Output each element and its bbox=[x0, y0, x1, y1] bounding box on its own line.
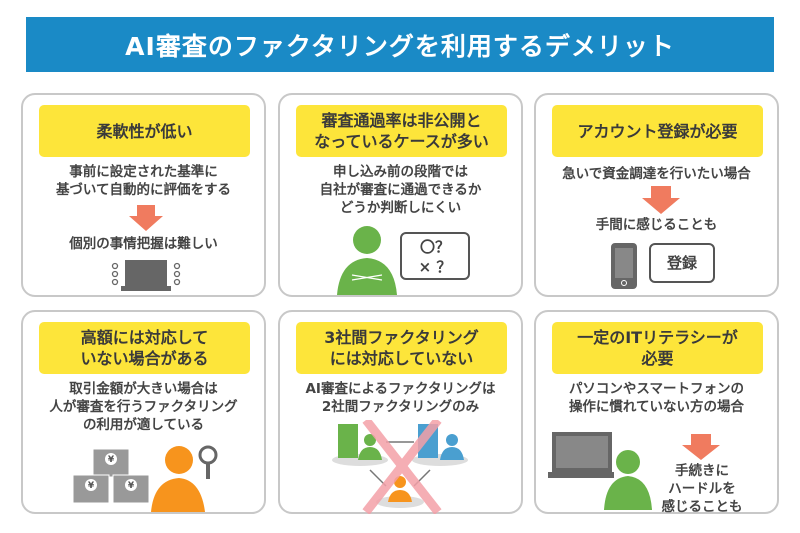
card-heading: 柔軟性が低い bbox=[39, 105, 250, 157]
three-party-crossed-icon bbox=[332, 420, 468, 514]
card-description: パソコンやスマートフォンの 操作に慣れていない方の場合 bbox=[536, 380, 777, 416]
card-heading: 審査通過率は非公開となっているケースが多い bbox=[296, 105, 507, 157]
card-inflexible: 柔軟性が低い 事前に設定された基準に 基づいて自動的に評価をする 個別の事情把握… bbox=[21, 93, 266, 297]
line: ハードルを bbox=[668, 481, 736, 497]
line: 自社が審査に通過できるか bbox=[319, 182, 482, 198]
card-heading: 高額には対応していない場合がある bbox=[39, 322, 250, 374]
bubble-line: 〇？ bbox=[419, 238, 450, 256]
card-heading: 3社間ファクタリングには対応していない bbox=[296, 322, 507, 374]
card-description: 申し込み前の段階では 自社が審査に通過できるか どうか判断しにくい bbox=[280, 163, 521, 217]
card-heading: アカウント登録が必要 bbox=[552, 105, 763, 157]
page-title: AI審査のファクタリングを利用するデメリット bbox=[26, 17, 774, 72]
down-arrow-icon bbox=[682, 434, 720, 460]
card-result: 手続きに ハードルを 感じることも bbox=[654, 462, 750, 516]
heading-line: 必要 bbox=[641, 349, 674, 368]
line: AI審査によるファクタリングは bbox=[305, 381, 496, 397]
yen-mark: ¥ bbox=[88, 481, 95, 491]
card-description: 急いで資金調達を行いたい場合 bbox=[562, 166, 751, 182]
card-no-three-party: 3社間ファクタリングには対応していない AI審査によるファクタリングは 2社間フ… bbox=[278, 310, 523, 514]
laptop-icon bbox=[111, 260, 181, 291]
card-account-required: アカウント登録が必要 急いで資金調達を行いたい場合 手間に感じることも 登録 bbox=[534, 93, 779, 297]
line: 2社間ファクタリングのみ bbox=[321, 399, 480, 415]
card-pass-rate-undisclosed: 審査通過率は非公開となっているケースが多い 申し込み前の段階では 自社が審査に通… bbox=[278, 93, 523, 297]
line: どうか判断しにくい bbox=[339, 200, 462, 216]
line: 取引金額が大きい場合は bbox=[69, 381, 218, 397]
person-arms-crossed-icon bbox=[337, 226, 397, 295]
card-it-literacy: 一定のITリテラシーが必要 パソコンやスマートフォンの 操作に慣れていない方の場… bbox=[534, 310, 779, 516]
heading-line: 一定のITリテラシーが bbox=[577, 328, 738, 347]
line: 基づいて自動的に評価をする bbox=[55, 182, 232, 198]
heading-line: 3社間ファクタリング bbox=[324, 328, 479, 347]
register-bubble: 登録 bbox=[649, 243, 715, 283]
card-result: 手間に感じることも bbox=[595, 217, 718, 233]
heading-line: には対応していない bbox=[329, 349, 474, 368]
heading-line: 審査通過率は非公開と bbox=[321, 111, 482, 130]
heading-line: 高額には対応して bbox=[80, 328, 209, 347]
line: 操作に慣れていない方の場合 bbox=[568, 399, 745, 415]
bubble-line: × ？ bbox=[418, 258, 452, 276]
card-description: AI審査によるファクタリングは 2社間ファクタリングのみ bbox=[280, 380, 521, 416]
card-result: 個別の事情把握は難しい bbox=[69, 236, 218, 252]
card-description: 事前に設定された基準に 基づいて自動的に評価をする bbox=[23, 163, 264, 199]
card-description: 取引金額が大きい場合は 人が審査を行うファクタリング の利用が適している bbox=[23, 380, 264, 434]
line: 申し込み前の段階では bbox=[333, 164, 468, 180]
heading-line: なっているケースが多い bbox=[314, 132, 489, 151]
yen-mark: ¥ bbox=[108, 455, 115, 465]
heading-line: いない場合がある bbox=[80, 349, 209, 368]
money-stacks-icon: ¥ ¥ ¥ bbox=[72, 448, 150, 504]
line: 手続きに bbox=[675, 463, 729, 479]
card-high-amount: 高額には対応していない場合がある 取引金額が大きい場合は 人が審査を行うファクタ… bbox=[21, 310, 266, 514]
speech-bubble: 〇？ × ？ bbox=[400, 232, 470, 280]
smartphone-icon bbox=[611, 243, 637, 289]
laptop-person-icon bbox=[548, 432, 652, 510]
line: 人が審査を行うファクタリング bbox=[49, 399, 238, 415]
down-arrow-icon bbox=[642, 186, 680, 214]
person-magnifier-icon bbox=[151, 445, 218, 512]
yen-mark: ¥ bbox=[128, 481, 135, 491]
line: 感じることも bbox=[661, 499, 743, 515]
down-arrow-icon bbox=[129, 205, 163, 231]
card-heading: 一定のITリテラシーが必要 bbox=[552, 322, 763, 374]
line: パソコンやスマートフォンの bbox=[568, 381, 745, 397]
line: の利用が適している bbox=[82, 417, 205, 433]
line: 事前に設定された基準に bbox=[69, 164, 218, 180]
